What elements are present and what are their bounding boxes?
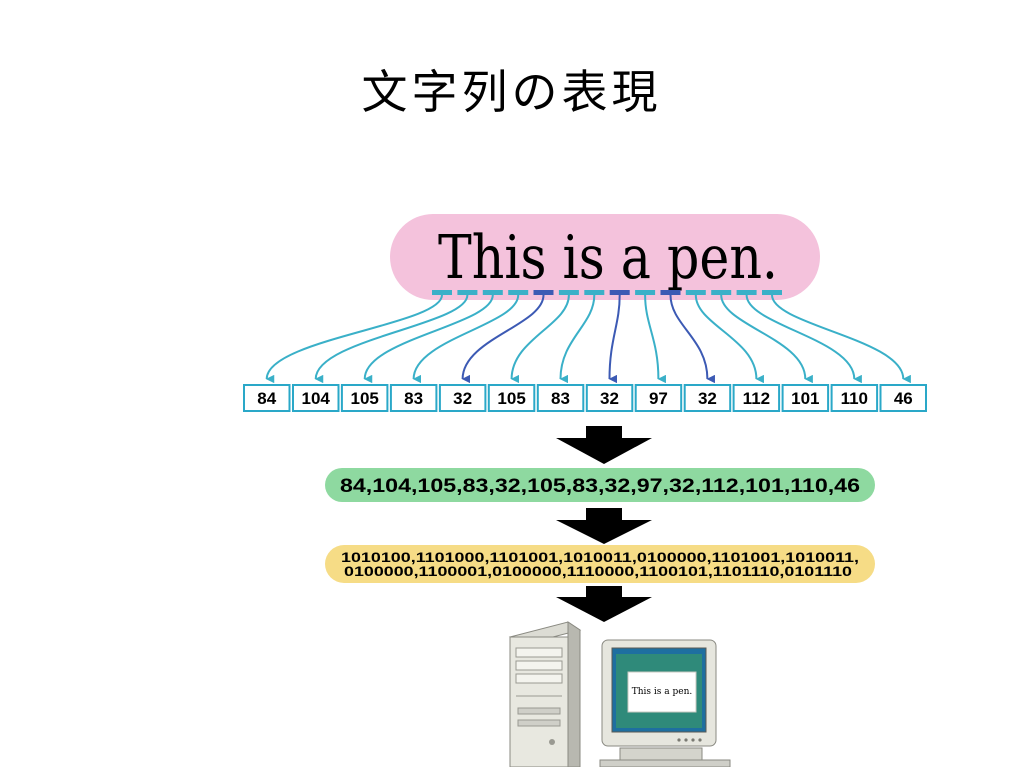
- char-arrow-11: [720, 294, 813, 384]
- code-box-13: [879, 384, 927, 412]
- binary-string-line2: 0100000,1100001,0100000,1110000,1100101,…: [344, 563, 852, 579]
- character-arrows: [265, 294, 911, 384]
- down-arrow-1: [556, 426, 652, 464]
- code-box-6: [536, 384, 585, 412]
- char-arrow-9: [669, 294, 715, 384]
- code-value-9: 32: [698, 389, 717, 408]
- char-mark-8: [635, 290, 656, 295]
- code-box-10: [732, 384, 781, 412]
- char-mark-9: [660, 290, 681, 295]
- code-value-1: 104: [302, 389, 331, 408]
- monitor: This is a pen.: [599, 639, 731, 767]
- monitor-screen-text: This is a pen.: [632, 687, 693, 697]
- binary-pill: [325, 545, 875, 583]
- char-mark-12: [736, 290, 757, 295]
- code-box-1: [292, 384, 340, 412]
- code-value-3: 83: [404, 389, 423, 408]
- char-arrow-2: [363, 294, 494, 384]
- code-box-8: [634, 384, 683, 412]
- char-mark-5: [558, 290, 579, 295]
- code-value-6: 83: [551, 389, 570, 408]
- code-value-0: 84: [257, 389, 276, 408]
- code-box-9: [683, 384, 732, 412]
- decimal-string: 84,104,105,83,32,105,83,32,97,32,112,101…: [340, 476, 860, 497]
- slide-title: 文字列の表現: [361, 65, 662, 119]
- char-arrow-6: [559, 294, 596, 384]
- char-arrow-8: [644, 294, 666, 384]
- code-value-13: 46: [894, 389, 913, 408]
- code-box-2: [340, 384, 389, 412]
- binary-string-line1: 1010100,1101000,1101001,1010011,0100000,…: [341, 549, 859, 565]
- code-box-5: [487, 384, 536, 412]
- char-mark-13: [762, 290, 782, 295]
- char-arrow-5: [510, 294, 570, 384]
- code-box-0: [243, 384, 291, 412]
- char-arrow-13: [771, 294, 911, 384]
- code-value-5: 105: [497, 389, 525, 408]
- char-arrow-1: [314, 294, 469, 384]
- char-arrow-7: [608, 294, 621, 384]
- code-value-8: 97: [649, 389, 668, 408]
- char-arrow-3: [412, 294, 520, 384]
- char-mark-6: [584, 290, 605, 295]
- char-arrow-4: [461, 294, 545, 384]
- sentence-pill: [390, 214, 820, 300]
- code-value-2: 105: [351, 389, 379, 408]
- down-arrow-2: [556, 508, 652, 544]
- char-arrow-0: [265, 294, 443, 384]
- char-mark-4: [533, 290, 554, 295]
- decimal-group: 84,104,105,83,32,105,83,32,97,32,112,101…: [325, 468, 875, 502]
- code-box-7: [585, 384, 634, 412]
- code-value-10: 112: [743, 389, 770, 408]
- code-box-3: [389, 384, 438, 412]
- code-value-11: 101: [791, 389, 819, 408]
- char-mark-10: [685, 290, 706, 295]
- code-box-4: [438, 384, 487, 412]
- code-box-11: [781, 384, 830, 412]
- char-arrow-12: [745, 294, 862, 384]
- char-arrow-10: [694, 294, 764, 384]
- sentence-group: This is a pen.: [390, 214, 820, 300]
- computer-tower: [508, 621, 582, 767]
- decimal-pill: [325, 468, 875, 502]
- character-underline-marks: [432, 290, 782, 295]
- code-box-12: [830, 384, 879, 412]
- code-value-12: 110: [841, 389, 868, 408]
- code-value-7: 32: [600, 389, 619, 408]
- char-mark-7: [609, 290, 630, 295]
- code-boxes: 84 104 105 83 32 105 83 32 97 32 112 101 110 46: [243, 384, 927, 412]
- code-value-4: 32: [453, 389, 472, 408]
- down-arrow-3: [556, 586, 652, 622]
- char-mark-11: [711, 290, 732, 295]
- sentence-text: This is a pen.: [438, 223, 778, 293]
- char-mark-1: [457, 290, 478, 295]
- char-mark-3: [508, 290, 529, 295]
- char-mark-0: [432, 290, 452, 295]
- binary-group: 1010100,1101000,1101001,1010011,0100000,…: [325, 545, 875, 583]
- char-mark-2: [482, 290, 503, 295]
